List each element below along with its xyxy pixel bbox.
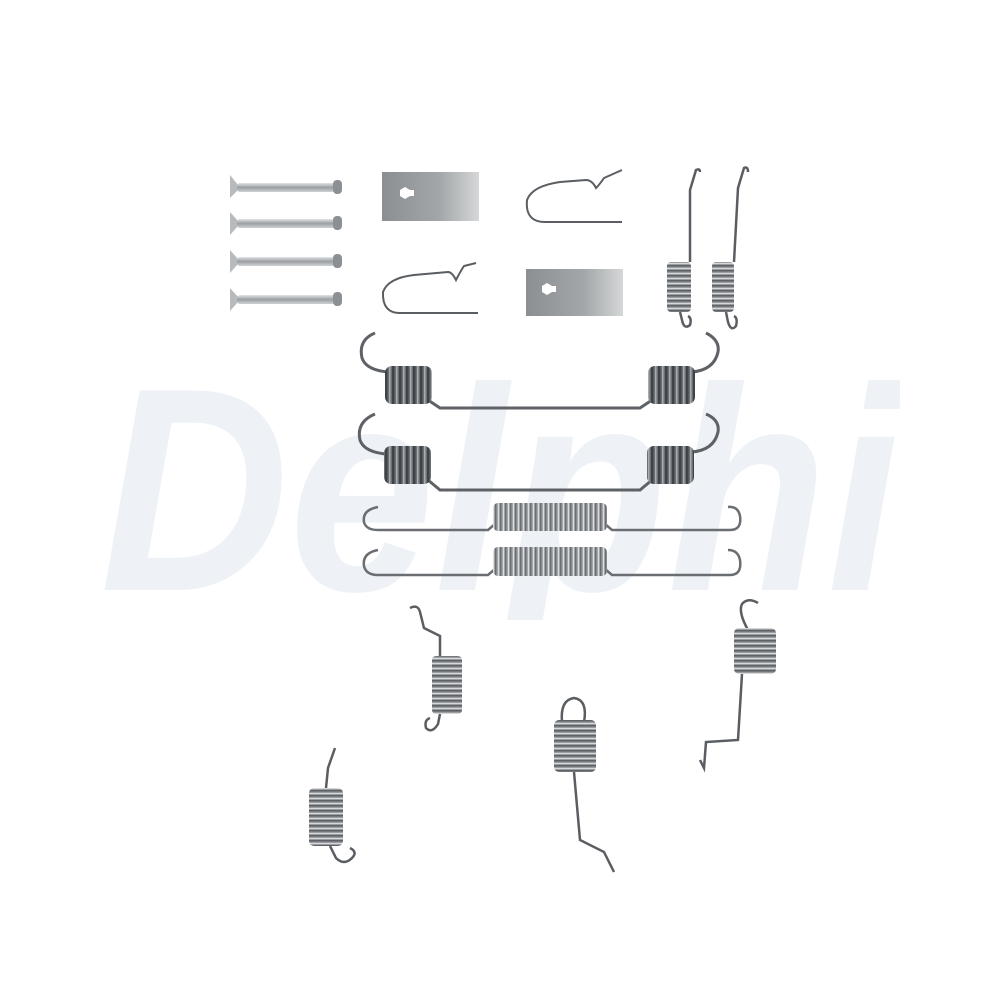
pin	[230, 288, 342, 311]
loose-spring	[698, 599, 776, 773]
pin	[230, 250, 342, 273]
return-spring-double-coil	[359, 331, 720, 410]
long-spring-center-coil	[362, 547, 742, 577]
wire-clip	[525, 169, 623, 223]
loose-spring	[309, 747, 356, 864]
return-spring-double-coil	[357, 412, 720, 492]
retainer-plate	[382, 172, 479, 221]
pin	[230, 212, 342, 235]
pin-group	[230, 175, 342, 311]
small-spring	[712, 166, 750, 330]
pin	[230, 175, 342, 198]
loose-spring	[554, 696, 616, 873]
retainer-plate	[526, 269, 623, 316]
delphi-watermark: Delphi	[100, 370, 900, 620]
wire-clip	[381, 262, 478, 314]
svg-text:Delphi: Delphi	[100, 370, 900, 620]
long-spring-center-coil	[362, 503, 742, 532]
loose-spring	[409, 605, 462, 732]
small-spring	[667, 168, 702, 328]
